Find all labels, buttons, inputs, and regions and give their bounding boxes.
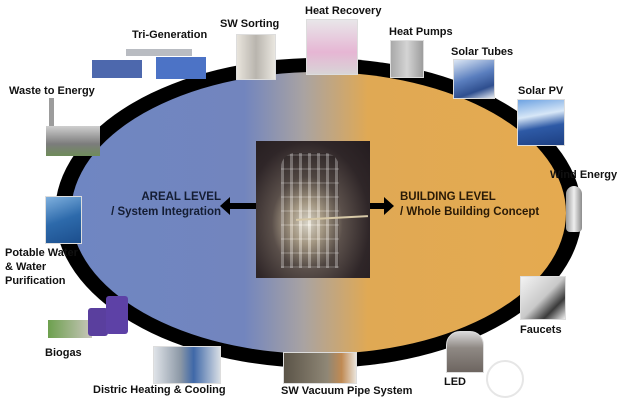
label-wind-energy: Wind Energy: [550, 169, 618, 181]
arrow-left-icon: [220, 197, 256, 215]
vacuum-pipe-system-icon: [283, 352, 357, 384]
heat-recovery-unit-icon: [306, 19, 358, 75]
building-level-label: BUILDING LEVEL / Whole Building Concept: [400, 190, 539, 220]
areal-level-label: AREAL LEVEL / System Integration: [111, 190, 221, 220]
building-level-title: BUILDING LEVEL: [400, 191, 496, 203]
label-biogas: Biogas: [45, 347, 82, 359]
arrow-right-icon: [370, 197, 394, 215]
label-solar-pv: Solar PV: [518, 85, 564, 97]
trigeneration-plant-icon: [92, 45, 206, 80]
areal-level-title: AREAL LEVEL: [141, 191, 221, 203]
faucet-icon: [520, 276, 566, 320]
label-potable-water-line-2: & Water: [5, 261, 47, 273]
label-sw-sorting: SW Sorting: [220, 18, 280, 30]
label-potable-water-line-1: Potable Water: [5, 247, 78, 259]
watermark-logo: [486, 360, 524, 398]
label-sw-vacuum-pipe-system: SW Vacuum Pipe System: [281, 385, 413, 397]
waste-to-energy-plant-icon: [46, 98, 100, 156]
district-heating-plant-icon: [153, 346, 221, 384]
label-waste-to-energy: Waste to Energy: [9, 85, 95, 97]
solar-pv-panel-icon: [517, 99, 565, 146]
vertical-wind-turbine-icon: [566, 186, 582, 232]
led-lamp-icon: [446, 331, 484, 373]
label-solar-tubes: Solar Tubes: [451, 46, 514, 58]
label-potable-water-line-3: Purification: [5, 275, 66, 287]
label-faucets: Faucets: [520, 324, 562, 336]
areal-level-subtitle: / System Integration: [111, 206, 221, 218]
label-led: LED: [444, 376, 466, 388]
water-surface-icon: [45, 196, 82, 244]
label-heat-recovery: Heat Recovery: [305, 5, 382, 17]
label-district-heating-cooling: Distric Heating & Cooling: [93, 384, 226, 396]
label-tri-generation: Tri-Generation: [132, 29, 208, 41]
label-potable-water: Potable Water & Water Purification: [5, 246, 78, 288]
biogas-tanks-icon: [48, 296, 128, 341]
center-building-image: [256, 141, 370, 278]
heat-pump-icon: [390, 40, 424, 78]
tower-render: [281, 153, 339, 268]
solar-tubes-icon: [453, 59, 495, 99]
label-heat-pumps: Heat Pumps: [389, 26, 453, 38]
building-level-subtitle: / Whole Building Concept: [400, 206, 540, 218]
waste-sorting-bin-icon: [236, 34, 276, 80]
